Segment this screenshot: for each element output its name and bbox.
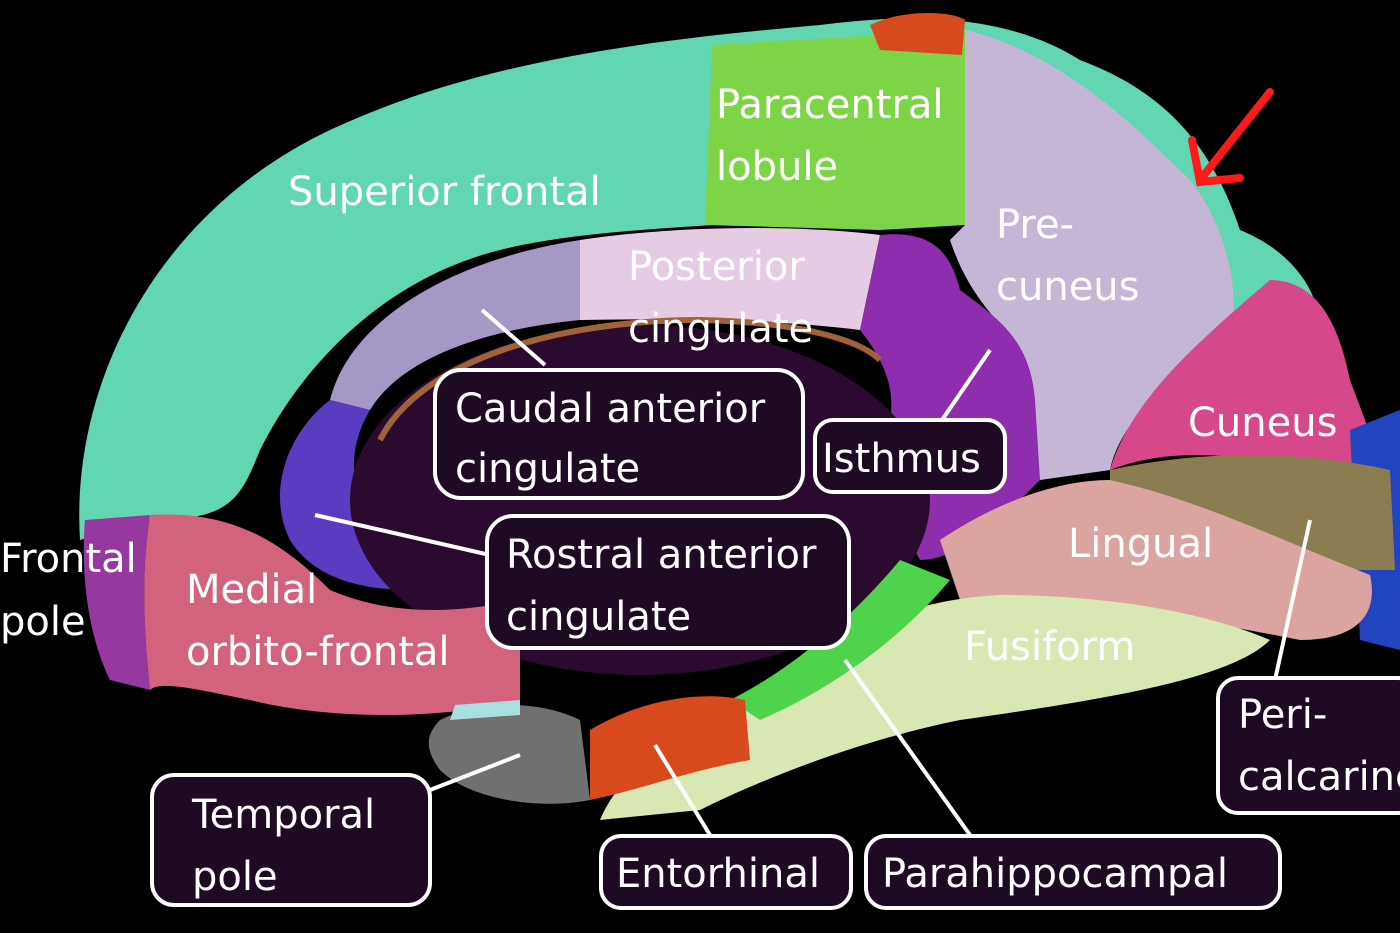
region-cuneus [1110,280,1380,470]
region-frontal-pole [83,515,150,690]
region-fusiform [600,595,1270,820]
label-box-temporal-pole [150,773,432,907]
region-pericalcarine [1110,455,1395,570]
label-caudal-anterior-cingulate-2: cingulate [455,446,640,492]
red-arrow-icon [1188,88,1274,187]
line-caudal [480,308,547,367]
label-box-rostral-anterior-cingulate [485,514,851,650]
label-paracentral-1: Paracentral [716,82,944,128]
label-temporal-pole-2: pole [192,854,278,900]
label-parahippocampal: Parahippocampal [882,851,1228,897]
line-pericalcarine [1273,519,1312,681]
region-caudal-anterior-cingulate [330,240,580,410]
label-rostral-anterior-cingulate-1: Rostral anterior [506,532,817,578]
region-paracentral [705,30,965,230]
label-superior-frontal: Superior frontal [288,169,601,215]
label-pericalcarine-1: Peri- [1238,692,1327,738]
label-rostral-anterior-cingulate-2: cingulate [506,594,691,640]
leader-lines [314,308,1312,837]
label-posterior-cingulate-1: Posterior [628,244,805,290]
line-entorhinal [653,743,712,837]
region-precuneus [950,30,1234,480]
region-posterior-cingulate [580,228,880,330]
label-isthmus: Isthmus [822,436,981,482]
line-rostral [314,513,491,557]
label-paracentral-2: lobule [716,144,838,190]
region-cingulate-rim [377,316,883,442]
label-frontal-pole-2: pole [0,599,86,645]
label-precuneus-2: cuneus [996,264,1140,310]
label-medial-orbitofrontal-2: orbito-frontal [186,629,450,675]
label-box-entorhinal [599,834,853,910]
label-box-isthmus [813,418,1007,494]
label-cuneus: Cuneus [1188,400,1337,446]
region-temporal-pole [428,705,590,804]
label-caudal-anterior-cingulate-1: Caudal anterior [455,386,766,432]
label-frontal-pole-1: Frontal [0,536,137,582]
region-rostral-anterior-cingulate [279,400,480,590]
region-entorhinal [590,696,750,800]
label-pericalcarine-2: calcarine [1238,754,1400,800]
line-isthmus [940,348,992,422]
label-box-parahippocampal [864,834,1282,910]
label-temporal-pole-1: Temporal [191,792,375,838]
label-medial-orbitofrontal-1: Medial [186,567,317,613]
label-posterior-cingulate-2: cingulate [628,306,813,352]
region-top-red [870,13,965,55]
region-light-cyan [450,700,520,720]
label-box-pericalcarine [1216,676,1400,815]
label-box-caudal-anterior-cingulate [433,368,805,500]
line-temporal-pole [429,753,521,792]
label-fusiform: Fusiform [964,624,1135,670]
region-medial-orbitofrontal [144,514,520,715]
label-entorhinal: Entorhinal [616,851,820,897]
line-parahippocampal [843,658,972,837]
label-lingual: Lingual [1068,521,1213,567]
label-precuneus-1: Pre- [996,202,1074,248]
